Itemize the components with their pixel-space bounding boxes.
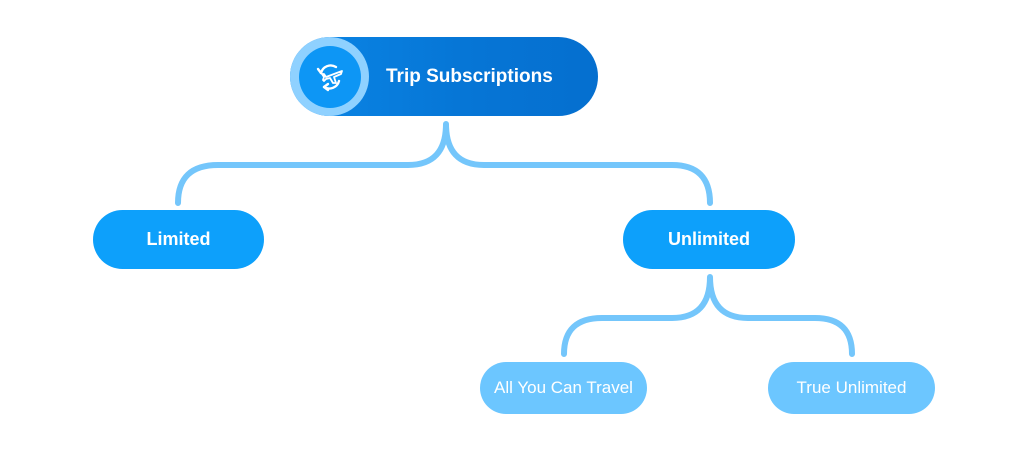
connector-root-to-branches (175, 121, 713, 206)
root-icon-circle (298, 45, 361, 108)
node-limited: Limited (93, 210, 264, 269)
node-limited-label: Limited (146, 229, 211, 249)
node-all-you-can-travel-label: All You Can Travel (494, 378, 633, 397)
root-node-trip-subscriptions: Trip Subscriptions (290, 37, 598, 116)
node-unlimited: Unlimited (623, 210, 795, 269)
root-icon-ring (290, 37, 369, 116)
node-true-unlimited-label: True Unlimited (796, 378, 907, 397)
connector-unlimited-to-children (561, 274, 855, 357)
plane-cycle-icon (316, 63, 343, 91)
node-true-unlimited: True Unlimited (768, 362, 935, 414)
node-unlimited-label: Unlimited (667, 229, 750, 249)
node-all-you-can-travel: All You Can Travel (480, 362, 647, 414)
root-node-label: Trip Subscriptions (386, 65, 553, 87)
